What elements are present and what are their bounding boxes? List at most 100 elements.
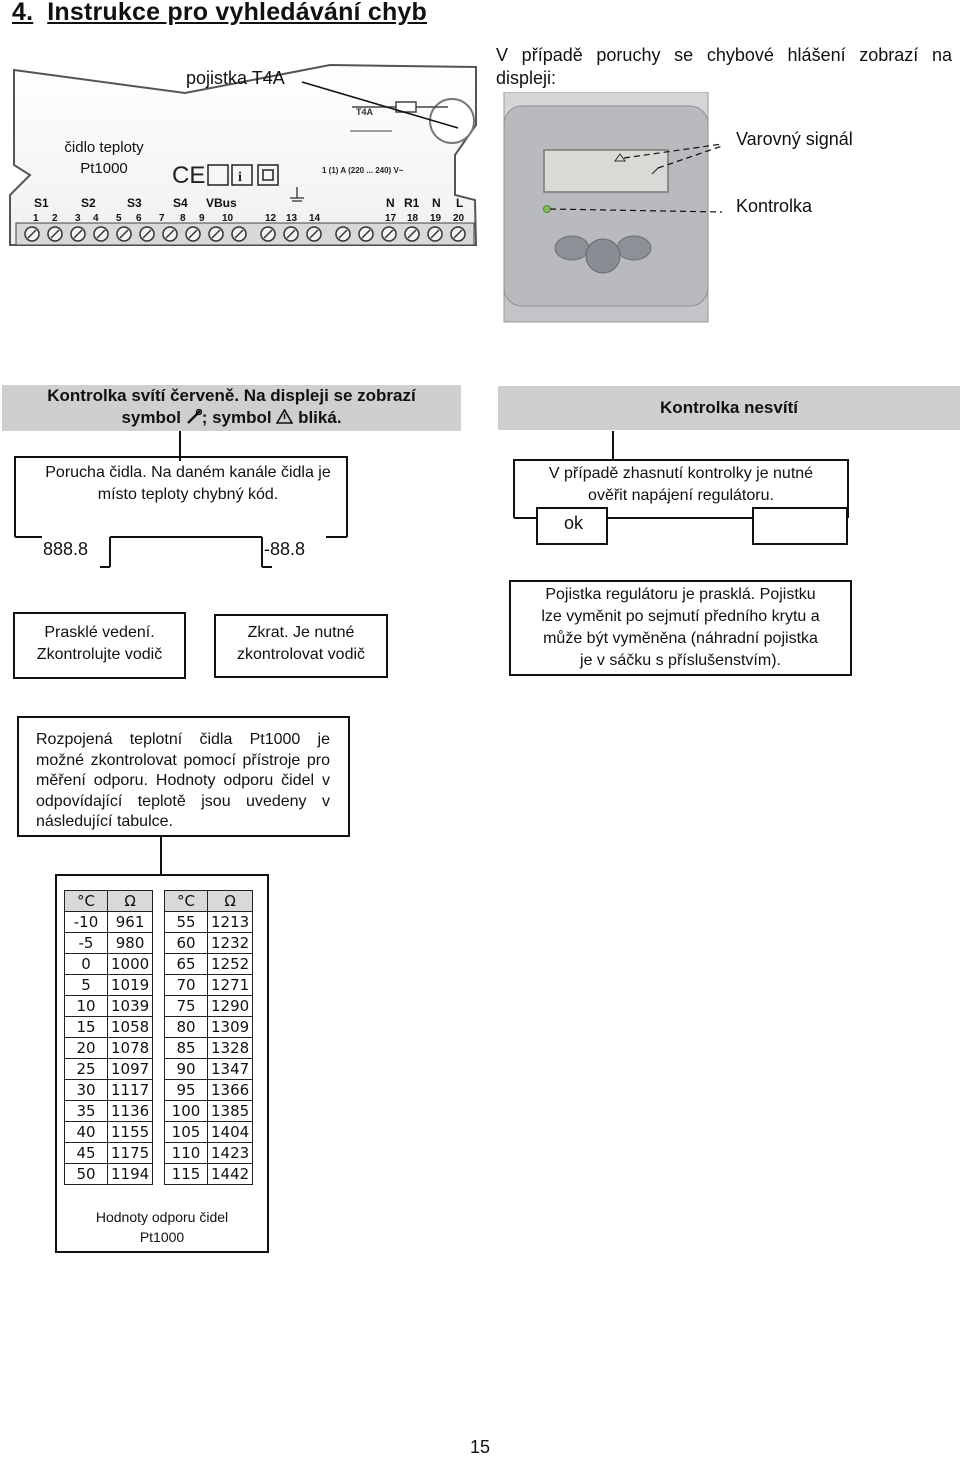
- power-check-line1: V případě zhasnutí kontrolky je nutné: [548, 465, 814, 482]
- temperature-cell: 20: [64, 1037, 108, 1059]
- group-label-r1: R1: [404, 196, 420, 210]
- group-label-n: N: [386, 196, 395, 210]
- group-label-vbus: VBus: [206, 196, 237, 210]
- left-header-line1: Kontrolka svítí červeně. Na displeji se …: [47, 386, 416, 405]
- fuse-blown-line1: Pojistka regulátoru je prasklá. Pojistku: [545, 586, 816, 603]
- group-label-s2: S2: [81, 196, 96, 210]
- resistance-cell: 1290: [206, 995, 254, 1017]
- temperature-cell: 65: [164, 953, 208, 975]
- terminal-number: 10: [222, 213, 234, 224]
- left-button[interactable]: [554, 235, 590, 261]
- sensor-fault-line2: místo teploty chybný kód.: [97, 486, 279, 503]
- sensor-label: čidlo teploty Pt1000: [54, 137, 154, 179]
- ground-icon: [290, 187, 304, 202]
- code-short-circuit: -88.8: [264, 539, 306, 559]
- terminal-number: 17: [385, 213, 397, 224]
- svg-text:CE: CE: [172, 162, 205, 189]
- terminal-number: 1: [33, 213, 39, 224]
- board-fuse-text: T4A: [356, 107, 374, 117]
- group-label-s3: S3: [127, 196, 142, 210]
- left-header-pre: symbol: [121, 408, 181, 427]
- manual-icon: [207, 164, 229, 186]
- center-button[interactable]: [585, 238, 621, 274]
- resistance-cell: 1423: [206, 1142, 254, 1164]
- resistance-cell: 1271: [206, 974, 254, 996]
- sensor-label-line2: Pt1000: [80, 160, 128, 177]
- fuse-blown-line4: je v sáčku s příslušenstvím).: [580, 652, 781, 669]
- terminal-number: 13: [286, 213, 298, 224]
- resistance-cell: 1232: [206, 932, 254, 954]
- sensor-fault-frame: [14, 456, 348, 568]
- terminal-number: 14: [309, 213, 321, 224]
- resistance-cell: 1039: [106, 995, 154, 1017]
- sensor-fault-text: Porucha čidla. Na daném kanále čidla je …: [18, 462, 358, 506]
- relay-rating-text: 1 (1) A (220 ... 240) V~: [322, 166, 404, 175]
- warning-triangle-icon: [275, 408, 294, 424]
- controller-device-illustration: [503, 92, 723, 323]
- terminal-number: 2: [52, 213, 58, 224]
- resistance-cell: 1347: [206, 1058, 254, 1080]
- temperature-cell: 55: [164, 911, 208, 933]
- section-title-text: Instrukce pro vyhledávání chyb: [47, 0, 427, 26]
- terminal-number: 7: [159, 213, 165, 224]
- table-caption: Hodnoty odporu čidel Pt1000: [60, 1207, 264, 1247]
- column-header-resistance: Ω: [106, 890, 154, 912]
- resistance-cell: 1019: [106, 974, 154, 996]
- temperature-cell: 95: [164, 1079, 208, 1101]
- svg-text:i: i: [238, 170, 242, 185]
- warning-signal-label: Varovný signál: [736, 129, 853, 149]
- resistance-cell: 1117: [106, 1079, 154, 1101]
- temperature-cell: 5: [64, 974, 108, 996]
- resistance-cell: 1000: [106, 953, 154, 975]
- fuse-pointer-lines: [301, 81, 459, 129]
- page-number: 15: [469, 1437, 491, 1457]
- left-header-post: bliká.: [298, 408, 342, 427]
- info-icon: [231, 164, 253, 186]
- resistance-cell: 1385: [206, 1100, 254, 1122]
- resistance-cell: 1058: [106, 1016, 154, 1038]
- column-header-resistance: Ω: [206, 890, 254, 912]
- resistance-cell: 961: [106, 911, 154, 933]
- connector-line: [612, 431, 614, 461]
- fuse-holder-icon: [429, 98, 475, 144]
- temperature-cell: 15: [64, 1016, 108, 1038]
- right-button[interactable]: [616, 235, 652, 261]
- ce-mark-icon: CE: [172, 162, 205, 189]
- resistance-cell: 1328: [206, 1037, 254, 1059]
- temperature-cell: 115: [164, 1163, 208, 1185]
- temperature-cell: 0: [64, 953, 108, 975]
- left-header-line2: symbol ; symbol bliká.: [2, 407, 461, 429]
- warning-triangle-icon: [614, 153, 626, 162]
- group-label-s1: S1: [34, 196, 49, 210]
- fuse-label: pojistka T4A: [186, 68, 285, 88]
- terminal-number: 5: [116, 213, 122, 224]
- resistance-cell: 980: [106, 932, 154, 954]
- group-label-s4: S4: [173, 196, 188, 210]
- short-circuit-box: Zkrat. Je nutné zkontrolovat vodič: [214, 614, 388, 678]
- wrench-icon: [186, 408, 202, 424]
- resistance-cell: 1175: [106, 1142, 154, 1164]
- temperature-cell: 90: [164, 1058, 208, 1080]
- group-label-n2: N: [432, 196, 441, 210]
- display-screen: [543, 149, 669, 193]
- intro-text: V případě poruchy se chybové hlášení zob…: [496, 45, 952, 88]
- temperature-cell: 30: [64, 1079, 108, 1101]
- temperature-cell: 105: [164, 1121, 208, 1143]
